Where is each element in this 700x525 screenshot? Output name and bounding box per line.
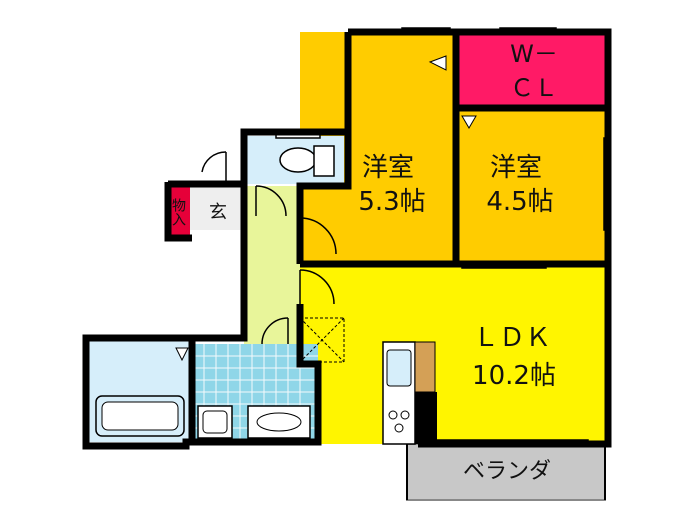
bedroom-1-name: 洋室: [362, 153, 414, 183]
wcl-line2: ＣＬ: [510, 74, 558, 102]
sink-unit: [197, 405, 233, 439]
genkan: [190, 186, 244, 230]
bedroom-2: [456, 108, 608, 264]
ldk-room: [300, 264, 608, 444]
toilet-bowl: [279, 145, 335, 177]
ldk-size: 10.2帖: [472, 361, 556, 391]
bedroom-2-size: 4.5帖: [486, 187, 553, 217]
storage: [168, 186, 190, 236]
walk-in-closet: [456, 32, 608, 108]
storage-label: 物入: [170, 198, 186, 226]
hall: [244, 186, 300, 344]
balcony: ベランダ: [406, 443, 606, 501]
kitchen-counter: [382, 341, 437, 445]
hatch-x: [299, 317, 345, 363]
ldk-name: ＬＤＫ: [473, 323, 551, 353]
wcl-line1: W－: [510, 40, 558, 68]
genkan-label: 玄: [209, 202, 227, 223]
bedroom-2-name: 洋室: [490, 153, 542, 183]
bedroom-1-size: 5.3帖: [358, 187, 425, 217]
walls: [82, 28, 612, 450]
balcony-label: ベランダ: [463, 459, 551, 484]
washing-machine: [247, 405, 311, 439]
bathtub: [95, 395, 185, 437]
